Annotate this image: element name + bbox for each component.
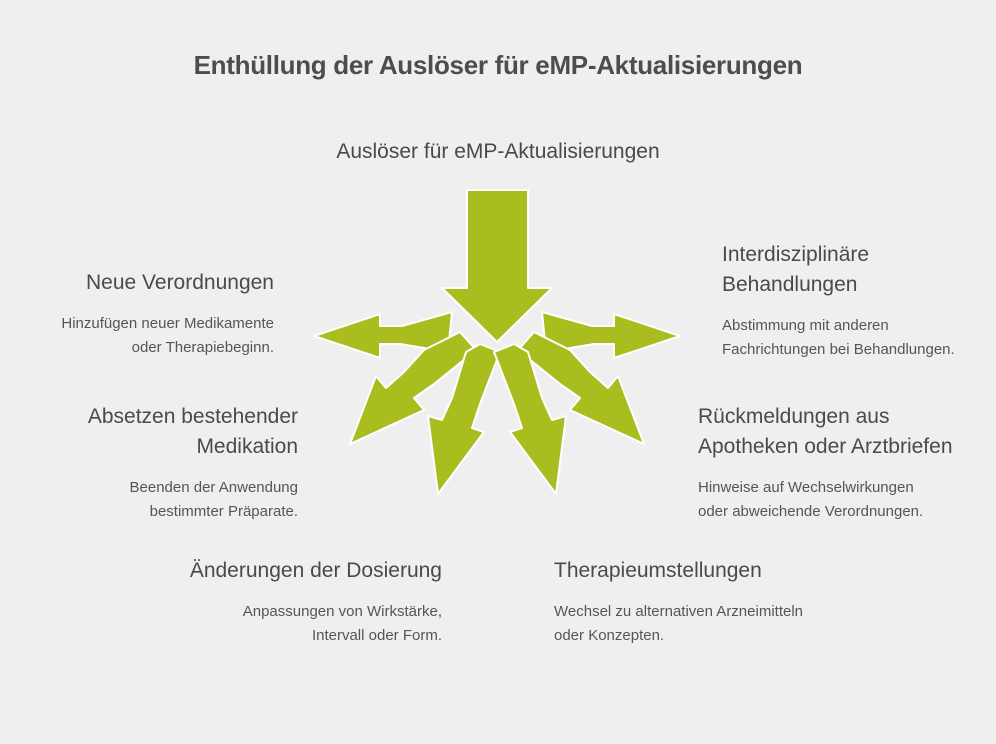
trigger-heading: Interdisziplinäre Behandlungen xyxy=(722,243,870,296)
trigger-absetzen-medikation: Absetzen bestehender Medikation Beenden … xyxy=(0,402,298,524)
trigger-aenderungen-dosierung: Änderungen der Dosierung Anpassungen von… xyxy=(112,556,442,648)
trigger-description: Hinweise auf Wechselwirkungen oder abwei… xyxy=(698,479,924,520)
trigger-neue-verordnungen: Neue Verordnungen Hinzufügen neuer Medik… xyxy=(0,268,274,360)
trigger-interdisziplinaere-behandlungen: Interdisziplinäre Behandlungen Abstimmun… xyxy=(722,240,992,362)
arrow-dosierung xyxy=(427,343,501,495)
trigger-heading: Rückmeldungen aus Apotheken oder Arztbri… xyxy=(698,405,953,458)
central-arrow xyxy=(441,189,553,343)
trigger-heading: Absetzen bestehender Medikation xyxy=(87,405,298,458)
arrow-neue-verordnungen xyxy=(313,311,453,359)
diagram-title: Enthüllung der Auslöser für eMP-Aktualis… xyxy=(193,50,803,80)
trigger-description: Beenden der Anwendung bestimmter Präpara… xyxy=(129,479,298,520)
trigger-description: Abstimmung mit anderen Fachrichtungen be… xyxy=(722,317,955,358)
trigger-rueckmeldungen: Rückmeldungen aus Apotheken oder Arztbri… xyxy=(698,402,988,524)
arrow-rueckmeldungen xyxy=(517,331,645,445)
arrow-absetzen xyxy=(349,331,477,445)
trigger-therapieumstellungen: Therapieumstellungen Wechsel zu alternat… xyxy=(554,556,884,648)
trigger-heading: Änderungen der Dosierung xyxy=(189,559,442,582)
trigger-heading: Neue Verordnungen xyxy=(86,271,274,294)
arrow-therapie xyxy=(493,343,567,495)
trigger-description: Hinzufügen neuer Medikamente oder Therap… xyxy=(61,315,274,356)
trigger-description: Anpassungen von Wirkstärke, Intervall od… xyxy=(242,603,442,644)
trigger-description: Wechsel zu alternativen Arzneimitteln od… xyxy=(554,603,804,644)
trigger-heading: Therapieumstellungen xyxy=(554,559,762,582)
arrow-interdisziplinaer xyxy=(541,311,681,359)
center-label: Auslöser für eMP-Aktualisierungen xyxy=(336,140,660,163)
